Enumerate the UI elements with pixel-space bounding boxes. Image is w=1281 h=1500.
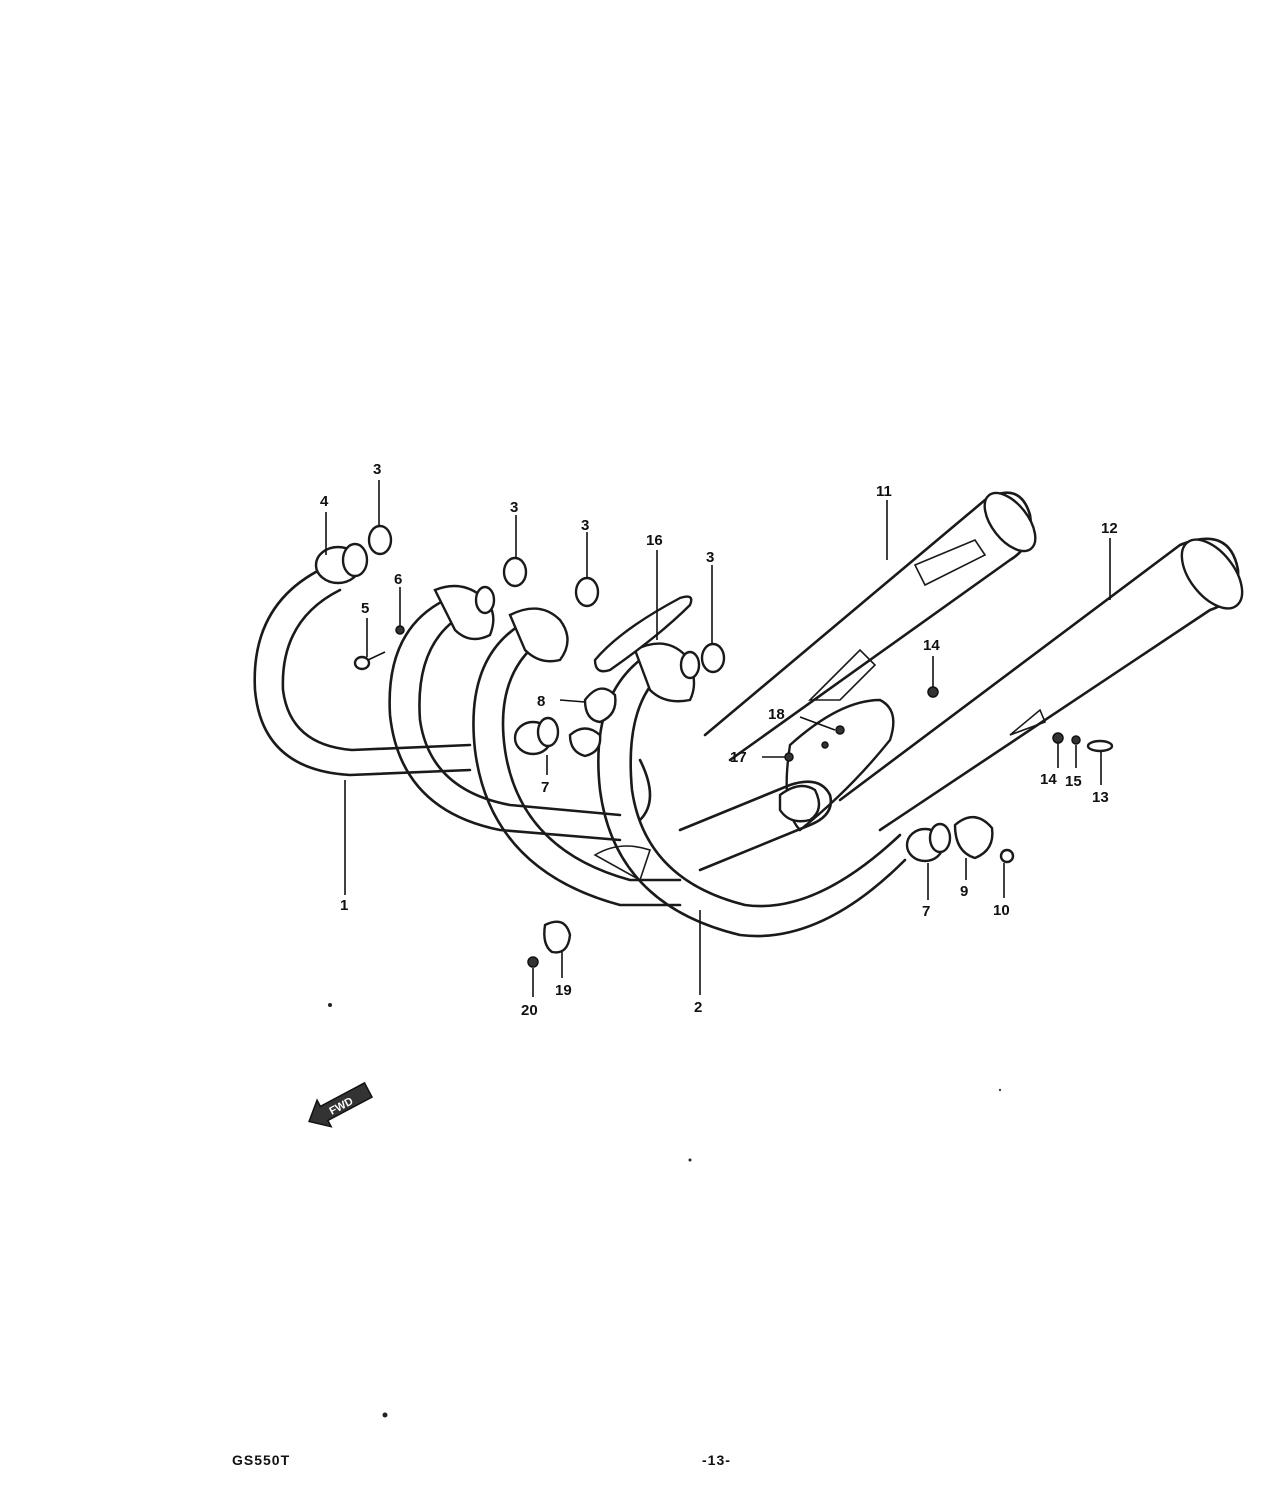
washer-14b — [1052, 732, 1064, 744]
callout-3c: 3 — [581, 517, 589, 534]
pipe-2-flange — [508, 607, 701, 703]
heat-shield-16 — [593, 595, 693, 673]
connector-7a — [513, 716, 560, 756]
callout-13: 13 — [1092, 789, 1109, 806]
callout-14b: 14 — [1040, 771, 1057, 788]
callout-11: 11 — [876, 483, 892, 500]
callout-3a: 3 — [373, 461, 381, 478]
clamp-19 — [543, 920, 572, 954]
callout-3d: 3 — [706, 549, 714, 566]
gasket-3b — [502, 556, 528, 588]
print-specks — [328, 1003, 1002, 1418]
stud-5 — [353, 651, 386, 671]
callout-8: 8 — [537, 693, 545, 710]
callout-12: 12 — [1101, 520, 1118, 537]
footer-page-number: -13- — [702, 1452, 731, 1468]
callout-20: 20 — [521, 1002, 538, 1019]
forward-arrow: FWD — [308, 1081, 374, 1128]
callout-14a: 14 — [923, 637, 940, 654]
callout-6: 6 — [394, 571, 402, 588]
muffler-12 — [838, 537, 1244, 832]
callout-9: 9 — [960, 883, 968, 900]
callout-3b: 3 — [510, 499, 518, 516]
callout-1: 1 — [340, 897, 348, 914]
leader-lines — [325, 480, 1111, 997]
washer-14a — [927, 686, 939, 698]
connector-7b — [905, 822, 952, 863]
callout-18: 18 — [768, 706, 785, 723]
clamp-9 — [953, 816, 994, 860]
bolt-20 — [527, 956, 539, 968]
callout-5: 5 — [361, 600, 369, 617]
callout-7a: 7 — [541, 779, 549, 796]
nut-15 — [1071, 735, 1081, 745]
bolt-17 — [784, 752, 794, 762]
bolt-13 — [1086, 739, 1114, 753]
clamp-8 — [568, 687, 617, 758]
footer-model-code: GS550T — [232, 1452, 291, 1468]
callout-numbers: 1 2 3 3 3 3 4 5 6 7 7 8 9 10 11 12 13 14… — [320, 461, 1118, 1019]
callout-16: 16 — [646, 532, 663, 549]
gasket-3d — [700, 642, 726, 674]
callout-10: 10 — [993, 902, 1010, 919]
pipe-1-flange — [314, 542, 369, 585]
gasket-3c — [574, 576, 600, 608]
callout-15: 15 — [1065, 773, 1082, 790]
forward-arrow-label: FWD — [328, 1095, 356, 1117]
muffler-11 — [703, 491, 1037, 762]
callout-4: 4 — [320, 493, 329, 510]
bolt-10 — [999, 848, 1015, 864]
callout-19: 19 — [555, 982, 572, 999]
pipe-1-flange-b — [433, 584, 496, 641]
exhaust-pipe-2 — [472, 607, 907, 938]
gasket-3a — [367, 524, 393, 556]
callout-2: 2 — [694, 999, 702, 1016]
nut-6 — [395, 625, 405, 635]
collector-balance-tube — [593, 758, 833, 882]
callout-17: 17 — [730, 749, 747, 766]
callout-7b: 7 — [922, 903, 930, 920]
exhaust-pipe-1 — [253, 542, 622, 842]
